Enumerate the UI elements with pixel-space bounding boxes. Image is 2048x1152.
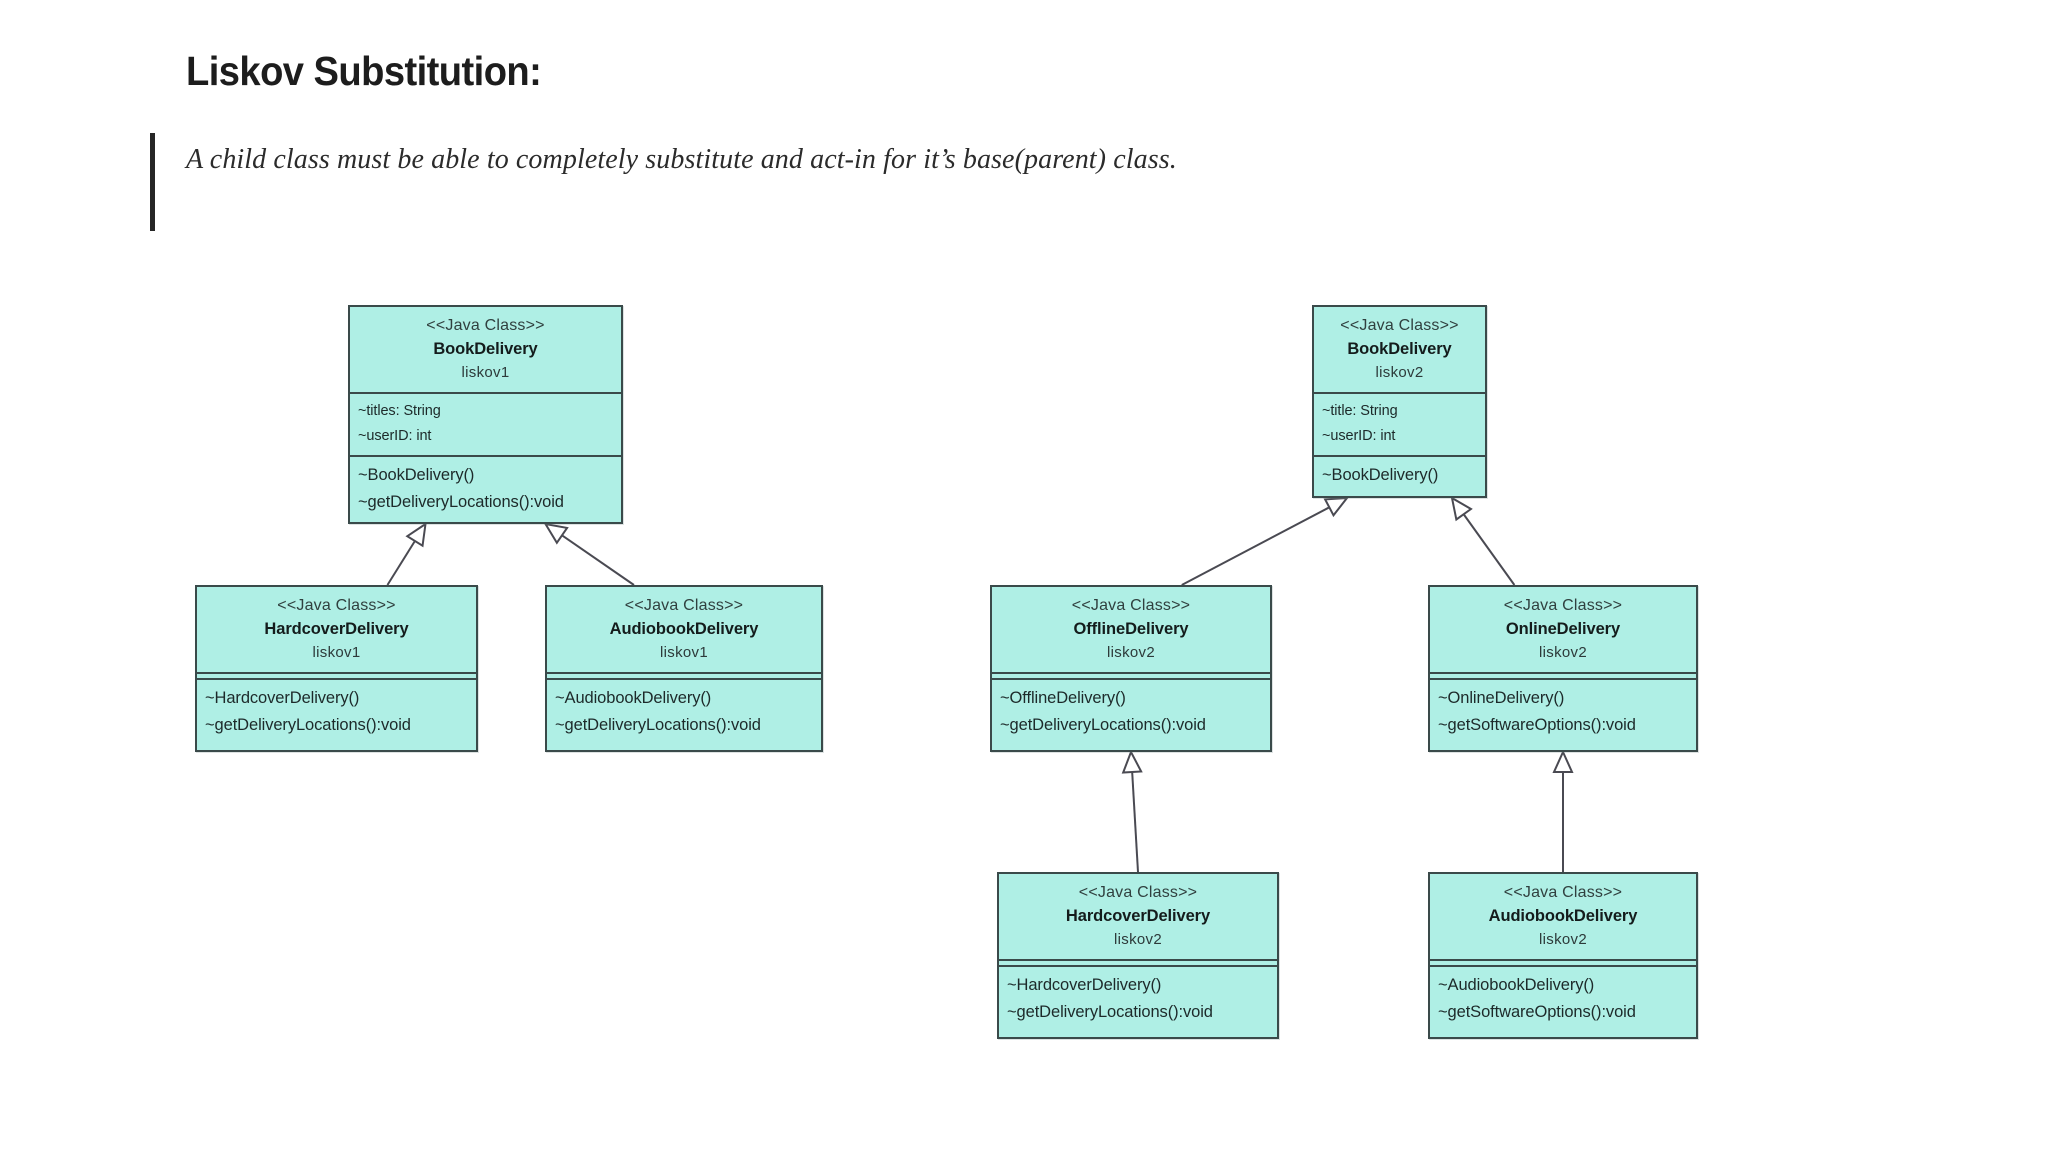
uml-operation: ~getDeliveryLocations():void — [1000, 716, 1206, 734]
generalization-line — [1131, 771, 1139, 873]
uml-operations-compartment: ~OnlineDelivery() ~getSoftwareOptions():v… — [1430, 680, 1696, 745]
uml-stereotype: <<Java Class>> — [1503, 884, 1623, 901]
uml-operations-compartment: ~OfflineDelivery() ~getDeliveryLocations(… — [992, 680, 1270, 745]
uml-class-l1-audiobookdelivery[interactable]: <<Java Class>> AudiobookDelivery liskov1 ~A… — [545, 585, 823, 752]
uml-class-name: BookDelivery — [433, 340, 538, 358]
uml-operation: ~BookDelivery() — [1322, 466, 1439, 484]
quote-text: A child class must be able to completely… — [186, 144, 1177, 175]
generalization-line — [1462, 513, 1516, 586]
uml-operations-compartment: ~AudiobookDelivery() ~getSoftwareOptions(… — [1430, 967, 1696, 1032]
uml-class-header: <<Java Class>> HardcoverDelivery liskov1 — [197, 587, 476, 674]
uml-operations-compartment: ~BookDelivery() — [1314, 457, 1485, 495]
uml-class-package: liskov2 — [1114, 931, 1162, 948]
uml-attribute: ~userID: int — [1322, 428, 1396, 444]
uml-class-package: liskov1 — [312, 644, 361, 661]
uml-attributes-compartment — [547, 674, 821, 680]
quote-accent-bar — [150, 133, 155, 231]
uml-operation: ~HardcoverDelivery() — [1007, 976, 1162, 994]
uml-attributes-compartment — [1430, 961, 1696, 967]
uml-class-package: liskov2 — [1539, 931, 1587, 948]
uml-class-name: OfflineDelivery — [1073, 620, 1189, 638]
uml-attributes-compartment — [1430, 674, 1696, 680]
uml-class-package: liskov2 — [1539, 644, 1587, 661]
uml-stereotype: <<Java Class>> — [1071, 597, 1191, 614]
uml-class-header: <<Java Class>> AudiobookDelivery liskov1 — [547, 587, 821, 674]
uml-class-package: liskov1 — [660, 644, 708, 661]
generalization-line — [561, 534, 635, 586]
generalization-line — [1181, 506, 1330, 586]
uml-operation: ~getDeliveryLocations():void — [1007, 1003, 1213, 1021]
uml-stereotype: <<Java Class>> — [1078, 884, 1198, 901]
uml-class-l2-hardcoverdelivery[interactable]: <<Java Class>> HardcoverDelivery liskov2 ~H… — [997, 872, 1279, 1039]
uml-stereotype: <<Java Class>> — [1340, 317, 1459, 334]
uml-class-package: liskov1 — [461, 364, 510, 381]
uml-class-package: liskov2 — [1107, 644, 1155, 661]
uml-class-name: HardcoverDelivery — [264, 620, 409, 638]
uml-class-header: <<Java Class>> OfflineDelivery liskov2 — [992, 587, 1270, 674]
uml-class-header: <<Java Class>> OnlineDelivery liskov2 — [1430, 587, 1696, 674]
uml-class-l2-onlinedelivery[interactable]: <<Java Class>> OnlineDelivery liskov2 ~Onli… — [1428, 585, 1698, 752]
uml-class-header: <<Java Class>> AudiobookDelivery liskov2 — [1430, 874, 1696, 961]
uml-attributes-compartment: ~title: String ~userID: int — [1314, 394, 1485, 457]
uml-operation: ~getDeliveryLocations():void — [555, 716, 761, 734]
uml-attribute: ~userID: int — [358, 428, 432, 444]
generalization-arrowhead — [1450, 496, 1473, 522]
uml-class-name: OnlineDelivery — [1505, 620, 1621, 638]
uml-operation: ~getDeliveryLocations():void — [358, 493, 564, 511]
page-title: Liskov Substitution: — [186, 48, 542, 94]
uml-operation: ~HardcoverDelivery() — [205, 689, 360, 707]
uml-class-l2-bookdelivery[interactable]: <<Java Class>> BookDelivery liskov2 ~title:… — [1312, 305, 1487, 498]
uml-operation: ~OnlineDelivery() — [1438, 689, 1565, 707]
uml-class-package: liskov2 — [1375, 364, 1424, 381]
uml-operations-compartment: ~BookDelivery() ~getDeliveryLocations():v… — [350, 457, 621, 522]
uml-stereotype: <<Java Class>> — [426, 317, 545, 334]
generalization-arrowhead — [1323, 496, 1350, 518]
uml-class-l2-audiobookdelivery[interactable]: <<Java Class>> AudiobookDelivery liskov2 ~A… — [1428, 872, 1698, 1039]
uml-operations-compartment: ~HardcoverDelivery() ~getDeliveryLocation… — [197, 680, 476, 745]
uml-attributes-compartment — [992, 674, 1270, 680]
uml-class-name: AudiobookDelivery — [1488, 907, 1638, 925]
uml-class-l1-bookdelivery[interactable]: <<Java Class>> BookDelivery liskov1 ~titles… — [348, 305, 623, 524]
generalization-arrowhead — [543, 522, 569, 545]
uml-operation: ~getSoftwareOptions():void — [1438, 1003, 1636, 1021]
uml-attributes-compartment — [999, 961, 1277, 967]
uml-attribute: ~titles: String — [358, 403, 441, 419]
uml-operation: ~getSoftwareOptions():void — [1438, 716, 1636, 734]
uml-class-name: BookDelivery — [1347, 340, 1452, 358]
generalization-arrowhead — [1121, 749, 1143, 774]
uml-class-l2-offlinedelivery[interactable]: <<Java Class>> OfflineDelivery liskov2 ~Off… — [990, 585, 1272, 752]
uml-class-header: <<Java Class>> HardcoverDelivery liskov2 — [999, 874, 1277, 961]
generalization-arrowhead — [405, 521, 427, 548]
generalization-arrowhead — [1552, 749, 1574, 773]
uml-stereotype: <<Java Class>> — [1503, 597, 1623, 614]
uml-operation: ~getDeliveryLocations():void — [205, 716, 411, 734]
uml-operations-compartment: ~HardcoverDelivery() ~getDeliveryLocation… — [999, 967, 1277, 1032]
uml-class-name: AudiobookDelivery — [609, 620, 759, 638]
uml-operation: ~AudiobookDelivery() — [555, 689, 712, 707]
uml-operation: ~OfflineDelivery() — [1000, 689, 1126, 707]
principle-quote: A child class must be able to completely… — [150, 133, 1330, 231]
uml-stereotype: <<Java Class>> — [277, 597, 396, 614]
uml-operations-compartment: ~AudiobookDelivery() ~getDeliveryLocation… — [547, 680, 821, 745]
uml-operation: ~AudiobookDelivery() — [1438, 976, 1595, 994]
uml-stereotype: <<Java Class>> — [624, 597, 744, 614]
uml-class-header: <<Java Class>> BookDelivery liskov2 — [1314, 307, 1485, 394]
uml-attributes-compartment: ~titles: String ~userID: int — [350, 394, 621, 457]
generalization-line — [386, 540, 416, 586]
uml-class-name: HardcoverDelivery — [1065, 907, 1211, 925]
uml-class-l1-hardcoverdelivery[interactable]: <<Java Class>> HardcoverDelivery liskov1 ~H… — [195, 585, 478, 752]
uml-attribute: ~title: String — [1322, 403, 1398, 419]
uml-class-header: <<Java Class>> BookDelivery liskov1 — [350, 307, 621, 394]
uml-attributes-compartment — [197, 674, 476, 680]
uml-operation: ~BookDelivery() — [358, 466, 475, 484]
